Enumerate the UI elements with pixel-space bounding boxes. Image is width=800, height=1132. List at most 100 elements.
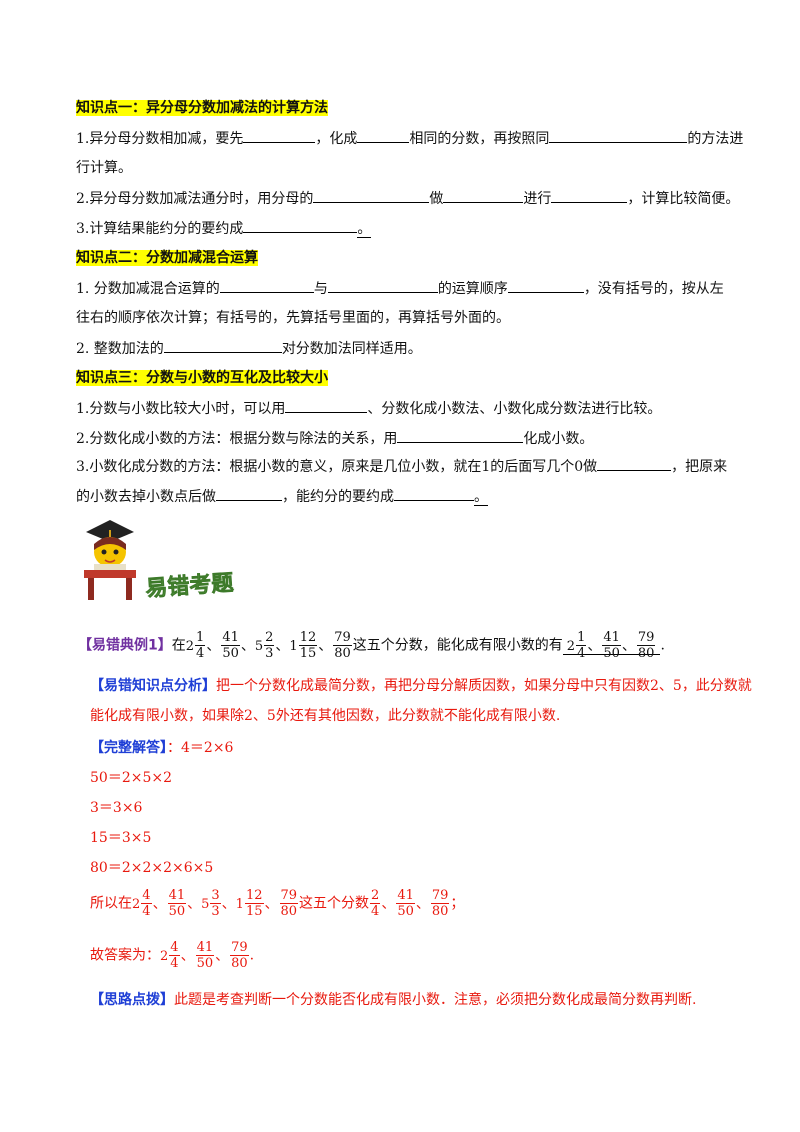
numerator: 41	[221, 630, 240, 646]
blank	[394, 486, 474, 501]
numerator: 79	[230, 940, 249, 956]
denominator: 4	[577, 646, 586, 661]
whole-number: 2	[160, 948, 169, 964]
solution-line4: 15＝3×5	[90, 830, 152, 846]
text: 做	[429, 191, 444, 207]
kp1-item1: 1.异分母分数相加减，要先，化成相同的分数，再按照同的方法进	[76, 128, 743, 149]
numerator: 3	[210, 888, 221, 904]
mascot-illustration: 易错考题	[84, 520, 236, 602]
text: 。	[474, 489, 488, 506]
analysis-line1: 【易错知识点分析】把一个分数化成最简分数，再把分母分解质因数，如果分母中只有因数…	[90, 676, 752, 696]
whole-number: 2	[132, 896, 141, 912]
text: 2.分数化成小数的方法：根据分数与除法的关系，用	[76, 431, 398, 447]
text: 2.异分母分数加减法通分时，用分母的	[76, 191, 314, 207]
text: 。	[357, 221, 372, 238]
text: 行计算。	[76, 160, 132, 176]
numerator: 41	[167, 888, 187, 904]
kp3-item3-cont: 的小数去掉小数点后做，能约分的要约成。	[76, 486, 488, 507]
text: ，没有括号的，按从左	[583, 281, 724, 297]
whole-number: 2	[566, 638, 576, 654]
denominator: 50	[603, 646, 620, 661]
text: ；	[450, 895, 465, 912]
blank	[163, 338, 282, 353]
kp2-item1: 1. 分数加减混合运算的与的运算顺序，没有括号的，按从左	[76, 278, 724, 299]
separator: 、	[240, 637, 255, 654]
blank	[243, 128, 316, 143]
denominator: 50	[196, 956, 214, 971]
separator: 、	[180, 947, 195, 964]
blank	[597, 456, 672, 471]
whole-number: 5	[254, 638, 264, 654]
kp1-item2: 2.异分母分数加减法通分时，用分母的 做 进行 ，计算比较简便。	[76, 188, 739, 209]
text: ，计算比较简便。	[627, 191, 740, 207]
text: ，化成	[315, 131, 358, 147]
denominator: 4	[170, 956, 179, 971]
separator: 、	[621, 637, 636, 654]
numerator: 2	[370, 888, 381, 904]
separator: 、	[415, 895, 430, 912]
whole-number: 2	[185, 638, 195, 654]
text: .	[660, 637, 665, 654]
text: 2. 整数加法的	[76, 341, 164, 357]
numerator: 1	[576, 630, 587, 646]
blank	[443, 188, 524, 203]
solution-line1: 【完整解答】：4＝2×6	[90, 738, 233, 758]
numerator: 79	[430, 888, 450, 904]
kp2-heading: 知识点二：分数加减混合运算	[76, 248, 258, 268]
text: ：4＝2×6	[167, 740, 234, 756]
text: 进行	[523, 191, 552, 207]
separator: 、	[187, 895, 202, 912]
text: 3.计算结果能约分的要约成	[76, 221, 244, 237]
text: 的运算顺序	[437, 281, 508, 297]
blank	[551, 188, 628, 203]
text: 的小数去掉小数点后做	[76, 489, 216, 505]
kp2-item2: 2. 整数加法的 对分数加法同样适用。	[76, 338, 422, 359]
text: 往右的顺序依次计算；有括号的，先算括号里面的，再算括号外面的。	[76, 310, 510, 326]
separator: 、	[221, 895, 236, 912]
text: 这五个分数，能化成有限小数的有	[352, 637, 563, 654]
denominator: 50	[397, 904, 414, 919]
text: 1.异分母分数相加减，要先	[76, 131, 244, 147]
denominator: 3	[265, 646, 274, 661]
numerator: 1	[195, 630, 206, 646]
blank	[243, 218, 358, 233]
kp2-item1-cont: 往右的顺序依次计算；有括号的，先算括号里面的，再算括号外面的。	[76, 308, 510, 328]
blank	[507, 278, 584, 293]
text: 把一个分数化成最简分数，再把分母分解质因数，如果分母中只有因数2、5，此分数就	[216, 678, 752, 694]
denominator: 4	[196, 646, 205, 661]
numerator: 41	[602, 630, 621, 646]
blank	[219, 278, 314, 293]
solution-line5: 80＝2×2×2×6×5	[90, 860, 214, 876]
blank	[327, 278, 438, 293]
text: ，把原来	[671, 459, 728, 475]
numerator: 79	[279, 888, 299, 904]
text: 对分数加法同样适用。	[281, 341, 422, 357]
numerator: 79	[333, 630, 352, 646]
text: .	[249, 947, 255, 964]
solution-line3: 3＝3×6	[90, 800, 143, 816]
hint-line: 【思路点拨】此题是考查判断一个分数能否化成有限小数．注意，必须把分数化成最简分数…	[90, 990, 696, 1010]
analysis-label: 【易错知识点分析】	[90, 678, 216, 694]
separator: 、	[264, 895, 279, 912]
numerator: 79	[636, 630, 656, 646]
solution-label: 【完整解答】	[90, 740, 167, 756]
numerator: 4	[141, 888, 152, 904]
whole-number: 1	[235, 896, 244, 912]
